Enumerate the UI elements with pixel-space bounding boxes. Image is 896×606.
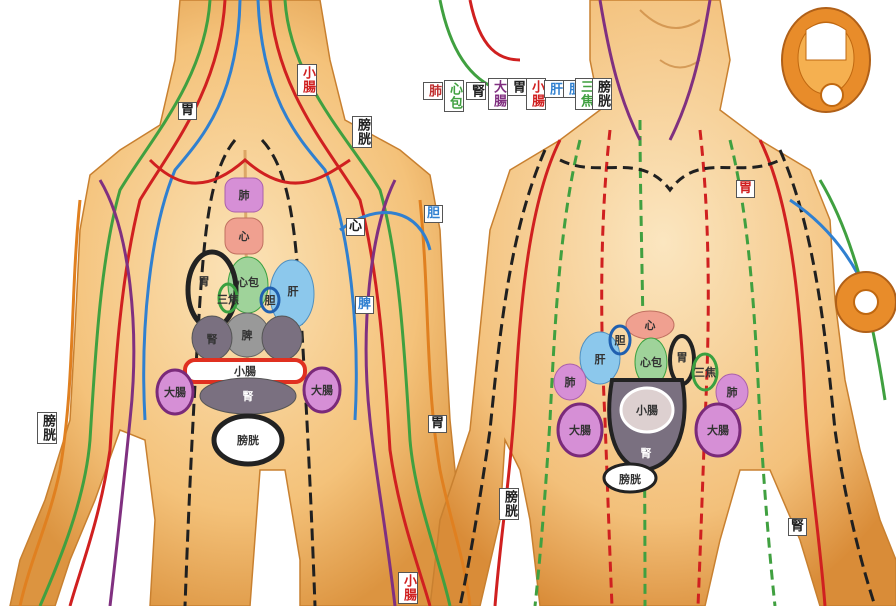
back-kidney-right-shape	[262, 316, 302, 360]
front-organ-liver: 肝	[584, 350, 616, 368]
back-organ-large-intestine-right: 大腸	[307, 378, 337, 402]
back-organ-liver: 肝	[282, 282, 304, 300]
back-organ-stomach: 胃	[192, 272, 216, 290]
back-label-spleen: 脾	[355, 296, 374, 314]
back-label-gall: 胆	[424, 205, 443, 223]
head-cross-section-brain	[806, 23, 846, 61]
front-label-bladder: 膀胱	[499, 488, 519, 520]
back-organ-kidney-lower: 腎	[230, 386, 266, 406]
back-organ-gall: 胆	[261, 292, 279, 308]
back-label-small-intestine: 小腸	[297, 64, 317, 96]
front-organ-large-intestine-right: 大腸	[700, 420, 736, 440]
meridian-line	[440, 0, 500, 90]
top-label-pericardium: 心包	[444, 80, 464, 112]
front-organ-bladder: 膀胱	[606, 470, 654, 488]
back-organ-sanjiao: 三焦	[219, 290, 237, 308]
back-label-heart: 心	[346, 218, 365, 236]
meridian-line	[470, 0, 520, 60]
top-label-large-intestine: 大腸	[488, 78, 508, 110]
top-label-small-intestine: 小腸	[526, 78, 546, 110]
top-label-liver: 肝	[544, 80, 564, 98]
back-organ-kidney: 腎	[202, 330, 222, 348]
head-cross-section-eye	[821, 84, 843, 106]
back-label-stomach: 胃	[178, 102, 197, 120]
front-organ-pericardium: 心包	[636, 352, 666, 372]
front-organ-lung-left: 肺	[556, 372, 584, 392]
back-organ-heart: 心	[225, 218, 263, 254]
front-organ-stomach: 胃	[672, 348, 692, 366]
front-label-stomach: 胃	[736, 180, 755, 198]
front-organ-large-intestine-left: 大腸	[562, 420, 598, 440]
back-organ-large-intestine-left: 大腸	[160, 380, 190, 404]
back-organ-spleen: 脾	[235, 324, 259, 346]
front-organ-gall: 胆	[611, 332, 629, 348]
top-label-kidney: 腎	[466, 82, 486, 100]
top-label-stomach: 胃	[507, 78, 527, 96]
top-label-bladder: 膀胱	[592, 78, 612, 110]
front-organ-sanjiao: 三焦	[693, 362, 717, 382]
back-organ-lung: 肺	[225, 178, 263, 212]
back-label-stomach-lower: 胃	[428, 415, 447, 433]
top-label-lung: 肺	[423, 82, 443, 100]
front-label-kidney: 腎	[788, 518, 807, 536]
back-organ-small-intestine: 小腸	[185, 361, 305, 381]
front-organ-kidney: 腎	[634, 444, 658, 462]
front-organ-heart: 心	[630, 316, 670, 334]
arm-cross-section	[836, 272, 896, 332]
head-cross-section	[782, 8, 870, 112]
front-organ-small-intestine: 小腸	[628, 400, 666, 420]
back-label-bladder-upper: 膀胱	[352, 116, 372, 148]
arm-cross-section-inner	[854, 290, 878, 314]
front-organ-lung-right: 肺	[718, 382, 746, 402]
front-label-small-intestine: 小腸	[398, 572, 418, 604]
back-label-bladder-lower: 膀胱	[37, 412, 57, 444]
back-organ-bladder: 膀胱	[222, 430, 274, 450]
